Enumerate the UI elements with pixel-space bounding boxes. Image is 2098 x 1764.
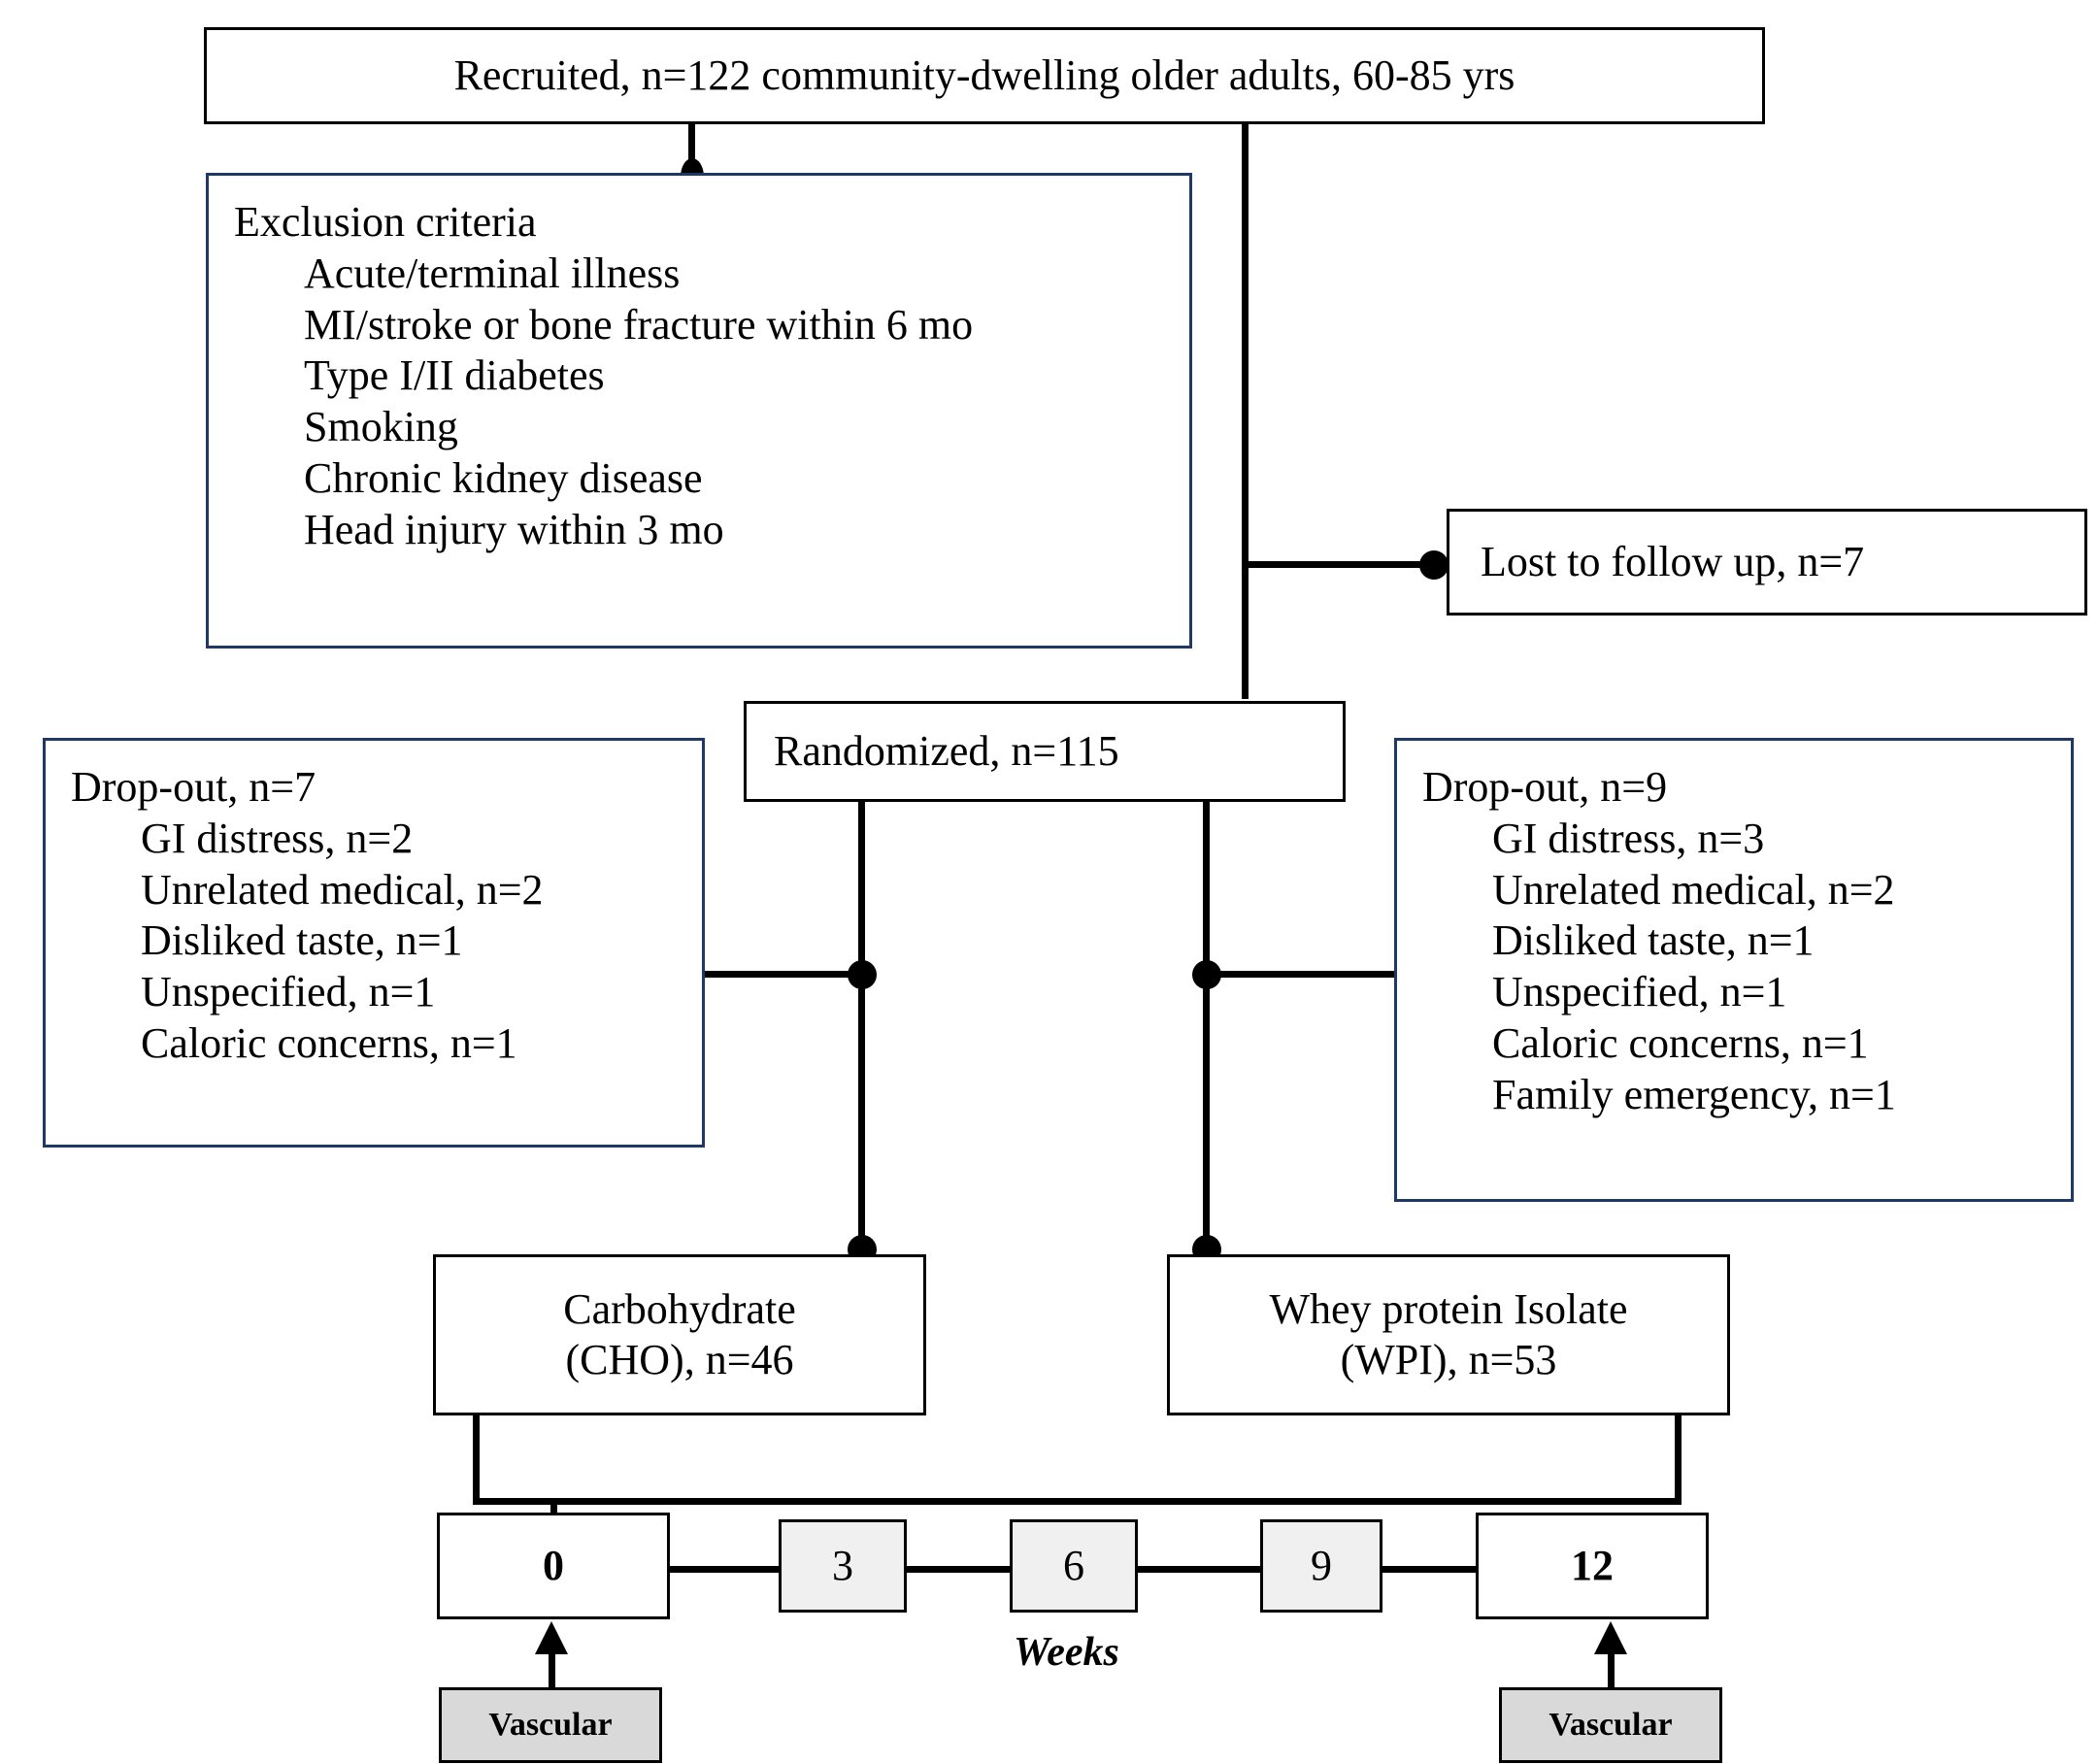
exclusion-criteria-box: Exclusion criteria Acute/terminal illnes… [206, 173, 1192, 649]
connector-trunk-to-lost [1242, 561, 1444, 568]
recruited-label: Recruited, n=122 community-dwelling olde… [453, 51, 1515, 100]
dropout-right-heading: Drop-out, n=9 [1422, 763, 1668, 811]
dropout-left-box: Drop-out, n=7 GI distress, n=2 Unrelated… [43, 738, 705, 1148]
connector-dropout-right-to-wpi [1207, 971, 1397, 978]
timeline-node-label: 6 [1063, 1542, 1084, 1590]
arm-wpi-box: Whey protein Isolate (WPI), n=53 [1167, 1254, 1730, 1415]
vascular-arrow-week12 [1594, 1621, 1627, 1654]
timeline-node-label: 3 [832, 1542, 853, 1590]
connector-recruited-to-randomized [1242, 124, 1249, 699]
vascular-arrow-stem-week0 [549, 1650, 555, 1689]
dropout-right-item: Caloric concerns, n=1 [1492, 1018, 1869, 1067]
vascular-box-label: Vascular [1549, 1707, 1673, 1743]
vascular-box-week0: Vascular [439, 1687, 662, 1763]
connector-dot-lost [1419, 550, 1449, 580]
dropout-right-item: Unspecified, n=1 [1492, 968, 1787, 1016]
dropout-left-heading: Drop-out, n=7 [71, 763, 316, 811]
connector-arms-bracket [473, 1498, 1682, 1505]
vascular-box-week12: Vascular [1499, 1687, 1722, 1763]
connector-randomized-to-cho [858, 802, 865, 1265]
lost-to-follow-up-box: Lost to follow up, n=7 [1447, 509, 2087, 616]
exclusion-criteria-heading: Exclusion criteria [234, 198, 537, 246]
timeline-axis-label: Weeks [1014, 1630, 1119, 1675]
connector-dot-dropout-right [1192, 960, 1221, 989]
dropout-left-item: Caloric concerns, n=1 [141, 1018, 517, 1067]
connector-dot-dropout-left [848, 960, 877, 989]
connector-wpi-down [1675, 1415, 1682, 1505]
dropout-left-content: Drop-out, n=7 GI distress, n=2 Unrelated… [71, 762, 692, 1070]
timeline-node-label: 12 [1571, 1542, 1614, 1590]
arm-cho-line2: (CHO), n=46 [565, 1336, 794, 1383]
exclusion-criteria-content: Exclusion criteria Acute/terminal illnes… [234, 197, 1180, 556]
timeline-node-0: 0 [437, 1513, 670, 1619]
vascular-arrow-stem-week12 [1608, 1650, 1615, 1689]
timeline-node-3: 3 [779, 1519, 907, 1613]
dropout-right-box: Drop-out, n=9 GI distress, n=3 Unrelated… [1394, 738, 2074, 1202]
arm-wpi-line1: Whey protein Isolate [1269, 1285, 1628, 1334]
timeline-line-9-12 [1379, 1566, 1480, 1573]
exclusion-criteria-item: Head injury within 3 mo [304, 505, 724, 553]
randomized-box: Randomized, n=115 [744, 701, 1346, 802]
dropout-left-item: Disliked taste, n=1 [141, 916, 463, 965]
arm-cho-line1: Carbohydrate [563, 1285, 796, 1334]
timeline-node-label: 9 [1311, 1542, 1332, 1590]
timeline-line-6-9 [1134, 1566, 1264, 1573]
exclusion-criteria-item: Smoking [304, 403, 458, 451]
dropout-right-item: Family emergency, n=1 [1492, 1070, 1896, 1118]
timeline-node-label: 0 [543, 1542, 564, 1590]
connector-recruited-to-exclusion [688, 124, 695, 181]
timeline-node-9: 9 [1260, 1519, 1382, 1613]
timeline-node-6: 6 [1010, 1519, 1138, 1613]
dropout-right-item: Unrelated medical, n=2 [1492, 865, 1895, 914]
arm-wpi-line2: (WPI), n=53 [1340, 1336, 1557, 1383]
arm-cho-box: Carbohydrate (CHO), n=46 [433, 1254, 926, 1415]
connector-randomized-to-wpi [1203, 802, 1210, 1265]
connector-dropout-left-to-cho [701, 971, 866, 978]
dropout-right-content: Drop-out, n=9 GI distress, n=3 Unrelated… [1422, 762, 2061, 1121]
dropout-left-item: Unrelated medical, n=2 [141, 865, 544, 914]
vascular-box-label: Vascular [488, 1707, 613, 1743]
lost-to-follow-up-label: Lost to follow up, n=7 [1481, 538, 1865, 586]
dropout-left-item: GI distress, n=2 [141, 814, 414, 862]
recruited-box: Recruited, n=122 community-dwelling olde… [204, 27, 1765, 124]
timeline-line-0-3 [666, 1566, 783, 1573]
vascular-arrow-week0 [535, 1621, 568, 1654]
exclusion-criteria-item: Type I/II diabetes [304, 351, 605, 400]
connector-cho-down [473, 1415, 480, 1505]
randomized-label: Randomized, n=115 [774, 727, 1119, 776]
dropout-right-item: GI distress, n=3 [1492, 814, 1765, 862]
timeline-node-12: 12 [1476, 1513, 1709, 1619]
exclusion-criteria-item: Acute/terminal illness [304, 249, 681, 297]
exclusion-criteria-item: MI/stroke or bone fracture within 6 mo [304, 300, 974, 349]
exclusion-criteria-item: Chronic kidney disease [304, 453, 703, 502]
dropout-left-item: Unspecified, n=1 [141, 968, 436, 1016]
dropout-right-item: Disliked taste, n=1 [1492, 916, 1815, 965]
timeline-line-3-6 [903, 1566, 1014, 1573]
